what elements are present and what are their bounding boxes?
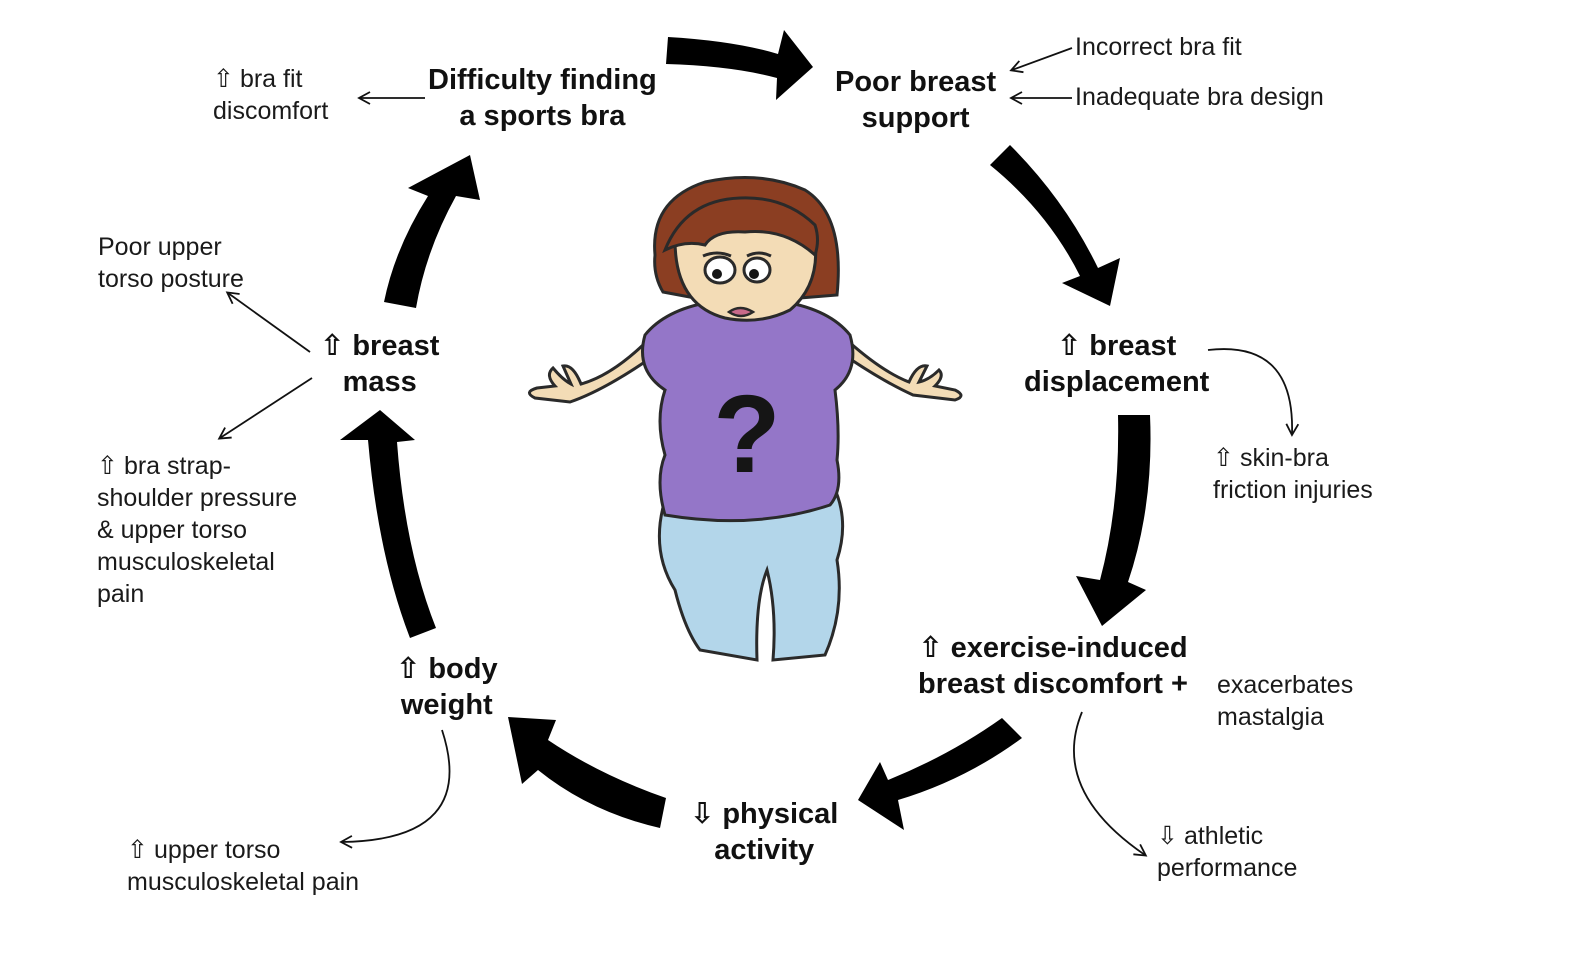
- arrow-to-upper-torso-pain: [339, 729, 451, 849]
- up-arrow-icon: ⇧: [97, 452, 118, 480]
- left-arm: [528, 342, 658, 404]
- note-strap-shoulder-pressure: ⇧bra strap- shoulder pressure & upper to…: [97, 452, 298, 608]
- arrow-from-incorrect-fit: [1009, 47, 1073, 74]
- jeans: [657, 483, 845, 662]
- arrow-to-posture: [225, 291, 311, 353]
- node-physical-activity: ⇩physical activity: [690, 798, 839, 866]
- arrow-difficulty-to-support: [666, 30, 813, 100]
- node-poor-breast-support: Poor breast support: [835, 66, 997, 134]
- up-arrow-icon: ⇧: [213, 65, 234, 93]
- note-bra-fit-discomfort: ⇧bra fit discomfort: [213, 65, 329, 125]
- arrow-to-athletic: [1073, 711, 1148, 857]
- node-difficulty-finding-bra: Difficulty finding a sports bra: [428, 64, 657, 132]
- arrow-support-to-displacement: [990, 145, 1120, 306]
- arrow-displacement-to-discomfort: [1076, 415, 1151, 626]
- up-arrow-icon: ⇧: [127, 836, 148, 864]
- note-skin-bra-friction: ⇧skin-bra friction injuries: [1213, 444, 1373, 504]
- node-breast-displacement: ⇧breast displacement: [1024, 330, 1210, 398]
- arrow-mass-to-difficulty: [384, 155, 480, 308]
- mouth: [726, 306, 756, 318]
- arrow-to-strap-pressure: [217, 377, 313, 440]
- node-breast-mass: ⇧breast mass: [320, 330, 440, 398]
- right-arm: [834, 340, 963, 402]
- note-poor-posture: Poor upper torso posture: [98, 233, 244, 293]
- up-arrow-icon: ⇧: [1213, 444, 1234, 472]
- figure-illustration: ?: [528, 176, 963, 662]
- arrow-to-friction: [1207, 348, 1300, 437]
- shirt-question-mark: ?: [713, 373, 780, 496]
- up-arrow-icon: ⇧: [396, 653, 421, 685]
- up-arrow-icon: ⇧: [1056, 330, 1082, 362]
- node-exercise-induced-discomfort: ⇧exercise-induced breast discomfort +: [918, 632, 1188, 700]
- up-arrow-icon: ⇧: [918, 632, 943, 664]
- note-upper-torso-pain: ⇧upper torso musculoskeletal pain: [127, 836, 360, 896]
- down-arrow-icon: ⇩: [690, 798, 715, 830]
- shirt: [641, 300, 855, 523]
- note-inadequate-bra-design: Inadequate bra design: [1075, 83, 1324, 111]
- hair-fringe: [662, 196, 819, 258]
- up-arrow-icon: ⇧: [320, 330, 345, 362]
- confused-woman-figure: ?: [515, 170, 975, 670]
- note-incorrect-bra-fit: Incorrect bra fit: [1075, 33, 1242, 61]
- node-body-weight: ⇧body weight: [396, 653, 498, 721]
- note-exacerbates-mastalgia: exacerbates mastalgia: [1217, 671, 1354, 731]
- thick-arrows: [340, 30, 1151, 830]
- note-athletic-performance: ⇩athletic performance: [1157, 822, 1298, 882]
- arrow-discomfort-to-activity: [858, 718, 1022, 830]
- arrow-weight-to-mass: [340, 410, 436, 638]
- down-arrow-icon: ⇩: [1157, 822, 1178, 850]
- arrow-activity-to-weight: [508, 717, 666, 828]
- thin-arrows: [217, 47, 1300, 857]
